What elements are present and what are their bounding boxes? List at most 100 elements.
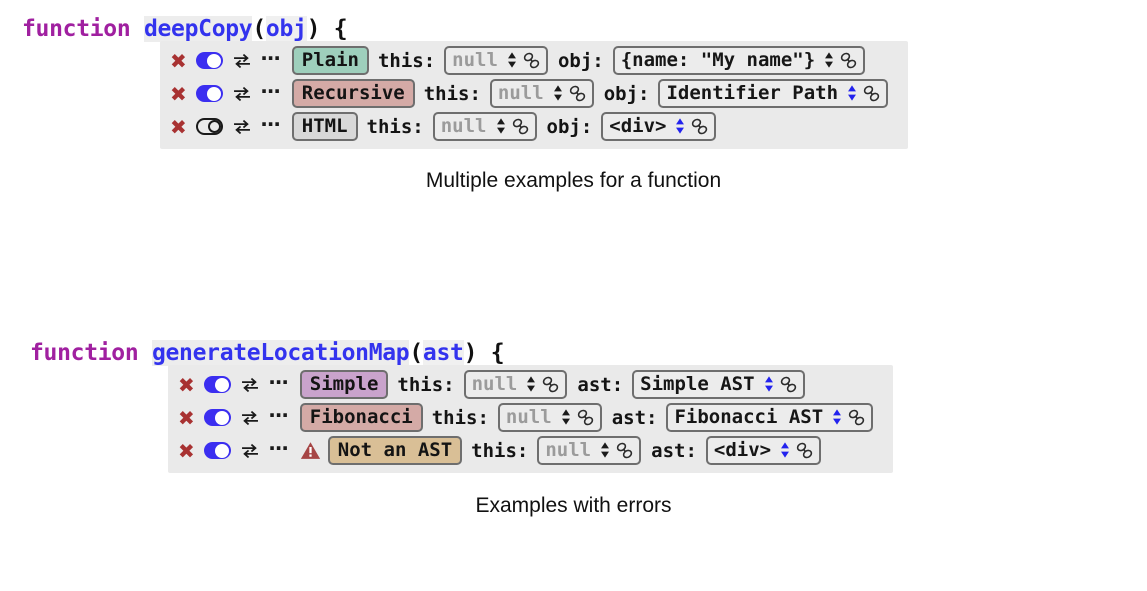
chain-link-icon[interactable] <box>576 408 595 426</box>
swap-arrows-icon[interactable] <box>240 441 260 461</box>
swap-arrows-icon[interactable] <box>240 375 260 395</box>
chain-link-icon[interactable] <box>568 84 587 102</box>
sig-space2 <box>320 16 334 42</box>
value-field[interactable]: null <box>489 79 594 109</box>
value-stepper[interactable] <box>552 84 564 102</box>
field-value: <div> <box>609 115 667 138</box>
field-value: null <box>471 373 518 396</box>
field-value: null <box>497 82 544 105</box>
function-name[interactable]: deepCopy <box>143 16 253 42</box>
value-field[interactable]: null <box>497 403 602 433</box>
ellipsis-icon[interactable]: ⋯ <box>260 111 282 136</box>
chain-link-icon[interactable] <box>795 441 814 459</box>
chain-link-icon[interactable] <box>839 51 858 69</box>
value-stepper[interactable] <box>779 441 791 459</box>
value-stepper[interactable] <box>763 375 775 393</box>
ellipsis-icon[interactable]: ⋯ <box>268 402 290 427</box>
enable-toggle[interactable] <box>195 118 223 136</box>
function-parameter[interactable]: obj <box>265 16 307 42</box>
value-field[interactable]: Fibonacci AST <box>666 403 874 433</box>
enable-toggle[interactable] <box>195 52 223 70</box>
field-label: this: <box>397 373 455 396</box>
warning-triangle-icon <box>300 441 321 461</box>
value-field[interactable]: null <box>537 436 642 466</box>
value-field[interactable]: {name: "My name"} <box>612 46 866 76</box>
function-signature: function generateLocationMap(ast) { <box>0 338 1147 369</box>
chain-link-icon[interactable] <box>862 84 881 102</box>
value-stepper[interactable] <box>823 51 835 69</box>
enable-toggle[interactable] <box>203 442 231 460</box>
function-parameter[interactable]: ast <box>422 340 464 366</box>
swap-arrows-icon[interactable] <box>232 51 252 71</box>
enable-toggle[interactable] <box>203 376 231 394</box>
example-name-chip[interactable]: Simple <box>299 370 389 400</box>
section-caption: Multiple examples for a function <box>425 169 722 193</box>
field-value: Identifier Path <box>666 82 839 105</box>
field-label: ast: <box>577 373 624 396</box>
close-x-icon[interactable]: ✖ <box>178 405 195 430</box>
function-name[interactable]: generateLocationMap <box>151 340 410 366</box>
open-paren: ( <box>409 340 423 366</box>
value-field[interactable]: null <box>432 112 537 142</box>
open-paren: ( <box>252 16 266 42</box>
value-stepper[interactable] <box>495 117 507 135</box>
field-value: Simple AST <box>640 373 755 396</box>
enable-toggle[interactable] <box>195 85 223 103</box>
enable-toggle[interactable] <box>203 409 231 427</box>
field-label: ast: <box>651 439 697 462</box>
example-section: function generateLocationMap(ast) { ✖ ⋯ Sim… <box>0 338 1147 518</box>
ellipsis-icon[interactable]: ⋯ <box>268 369 290 394</box>
example-name-chip[interactable]: HTML <box>291 112 358 142</box>
chain-link-icon[interactable] <box>522 51 541 69</box>
open-brace: { <box>333 16 348 42</box>
example-name-chip[interactable]: Fibonacci <box>299 403 423 433</box>
value-field[interactable]: Simple AST <box>632 370 805 400</box>
example-name-chip[interactable]: Not an AST <box>327 436 463 466</box>
value-stepper[interactable] <box>674 117 686 135</box>
value-stepper[interactable] <box>525 375 537 393</box>
chain-link-icon[interactable] <box>690 117 709 135</box>
chain-link-icon[interactable] <box>511 117 530 135</box>
close-x-icon[interactable]: ✖ <box>178 438 195 463</box>
swap-arrows-icon[interactable] <box>232 84 252 104</box>
value-stepper[interactable] <box>560 408 572 426</box>
value-field[interactable]: null <box>444 46 548 76</box>
ellipsis-icon[interactable]: ⋯ <box>260 45 282 70</box>
value-stepper[interactable] <box>831 408 843 426</box>
function-signature: function deepCopy(obj) { <box>0 14 1147 45</box>
close-x-icon[interactable]: ✖ <box>170 81 187 106</box>
chain-link-icon[interactable] <box>541 375 560 393</box>
ellipsis-icon[interactable]: ⋯ <box>268 435 290 460</box>
close-x-icon[interactable]: ✖ <box>170 114 187 139</box>
swap-arrows-icon[interactable] <box>232 117 252 137</box>
value-field[interactable]: Identifier Path <box>658 79 889 109</box>
value-stepper[interactable] <box>506 51 518 69</box>
function-keyword: function <box>22 16 131 42</box>
example-name-chip[interactable]: Recursive <box>291 79 415 109</box>
chain-link-icon[interactable] <box>615 441 634 459</box>
field-label: this: <box>366 115 424 138</box>
value-field[interactable]: <div> <box>705 436 822 466</box>
ellipsis-icon[interactable]: ⋯ <box>260 78 282 103</box>
value-field[interactable]: null <box>463 370 568 400</box>
close-x-icon[interactable]: ✖ <box>178 372 195 397</box>
close-x-icon[interactable]: ✖ <box>170 48 187 73</box>
function-keyword: function <box>30 340 139 366</box>
field-label: this: <box>431 406 489 429</box>
chain-link-icon[interactable] <box>779 375 798 393</box>
field-value: null <box>440 115 487 138</box>
field-label: obj: <box>546 115 593 138</box>
value-stepper[interactable] <box>599 441 611 459</box>
example-name-chip[interactable]: Plain <box>291 46 369 76</box>
close-paren: ) <box>306 16 321 42</box>
field-value: null <box>505 406 552 429</box>
chain-link-icon[interactable] <box>847 408 866 426</box>
sig-space <box>138 340 152 366</box>
swap-arrows-icon[interactable] <box>240 408 260 428</box>
value-field[interactable]: <div> <box>601 112 717 142</box>
value-stepper[interactable] <box>846 84 858 102</box>
